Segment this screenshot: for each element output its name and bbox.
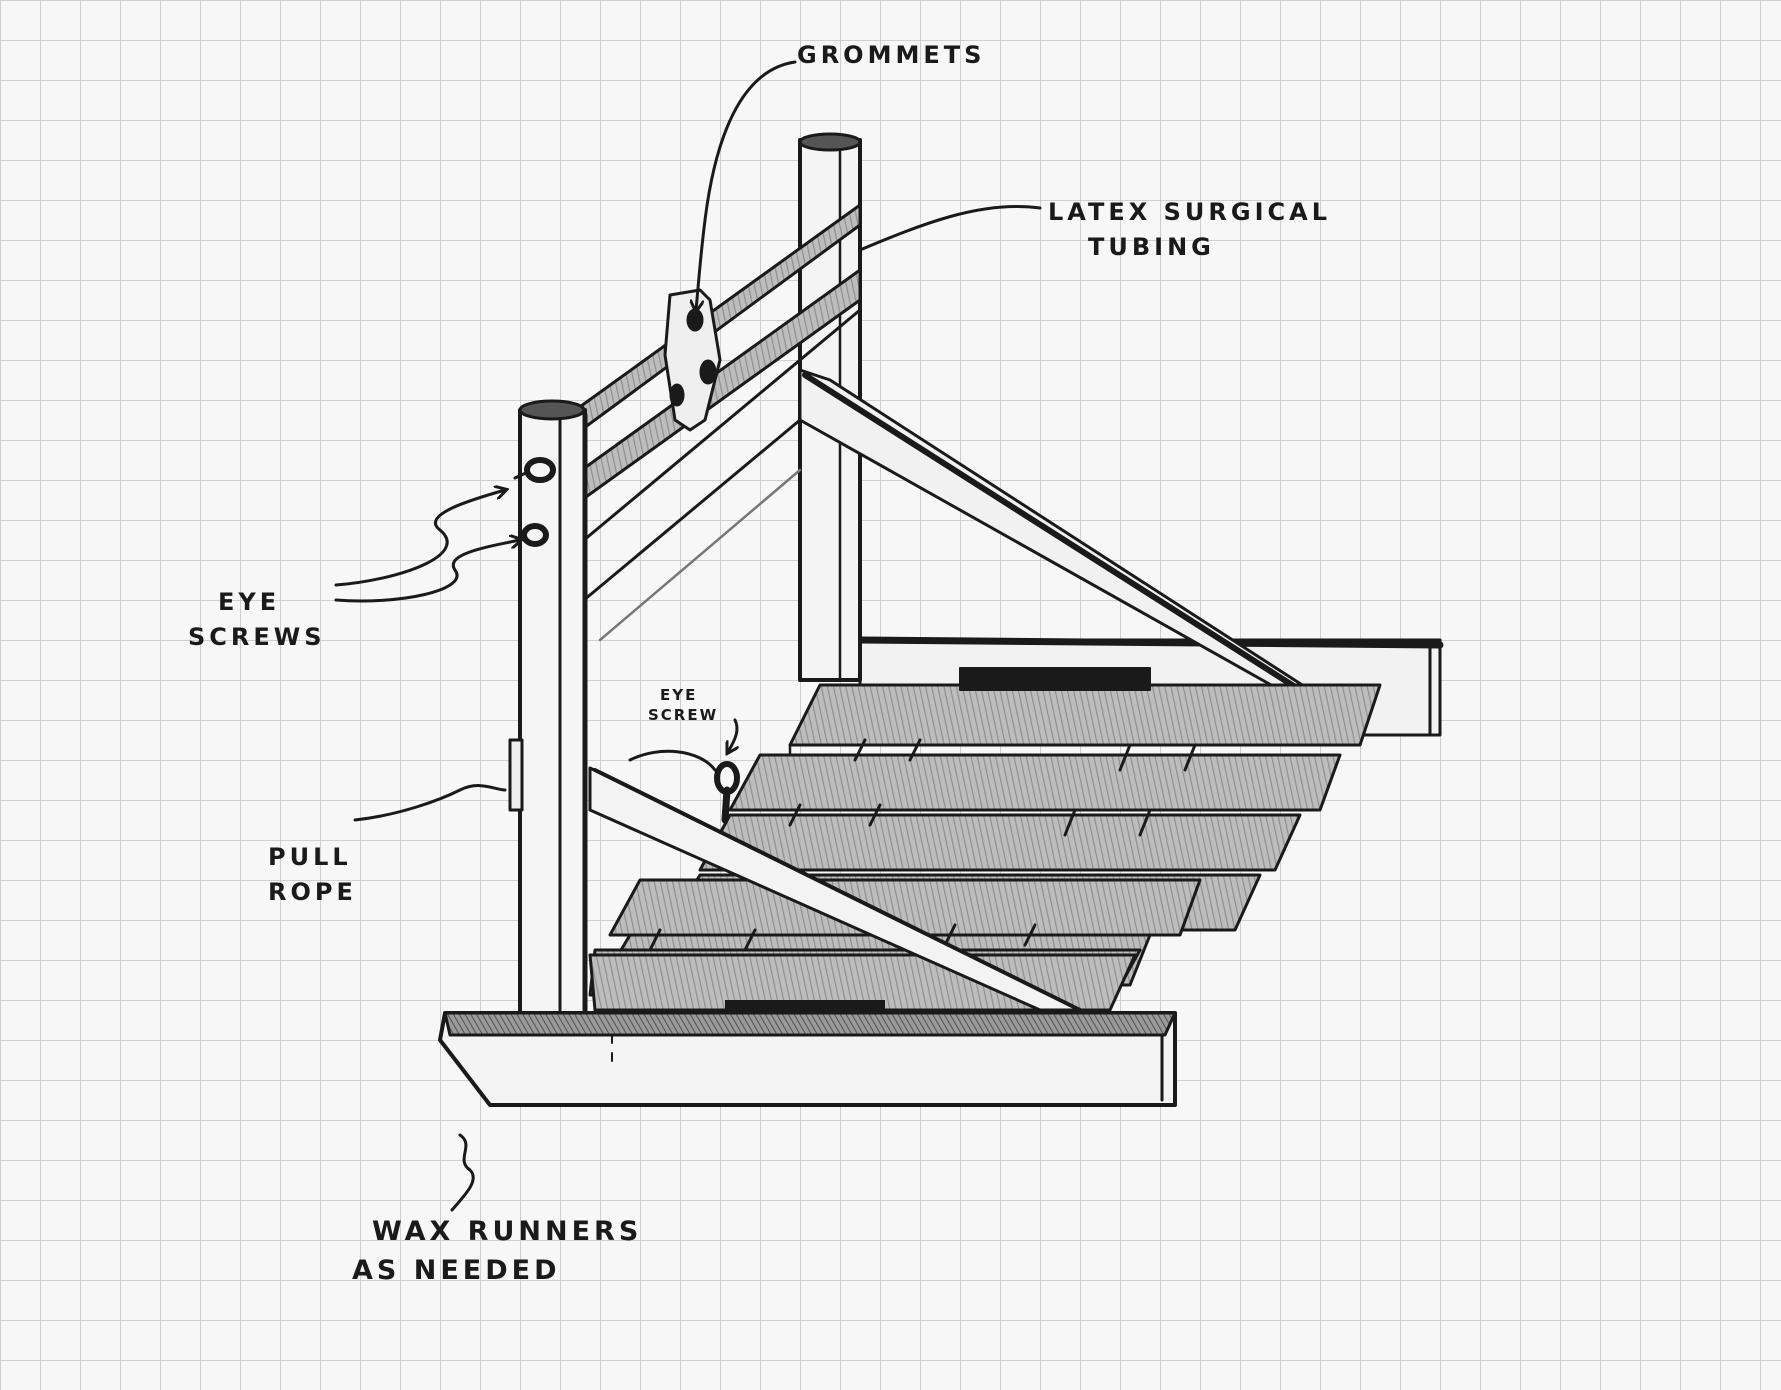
label-latex-surgical-tubing: LATEX SURGICAL TUBING <box>1048 195 1331 265</box>
front-runner <box>438 1011 1177 1107</box>
label-latex-line-1: LATEX SURGICAL <box>1048 198 1331 226</box>
grommet-3 <box>669 383 685 407</box>
label-eye-screw-line-1: EYE <box>660 686 698 704</box>
label-pull-rope-line-1: PULL <box>268 843 352 871</box>
sled-drawing <box>438 132 1444 1107</box>
label-latex-line-2: TUBING <box>1088 232 1215 261</box>
label-pull-rope: PULL ROPE <box>268 840 357 910</box>
label-eye-screws-line-1: EYE <box>218 588 281 616</box>
label-wax-runners: WAX RUNNERS AS NEEDED <box>352 1212 643 1290</box>
grommets-leader <box>696 60 797 310</box>
label-pull-rope-line-2: ROPE <box>268 877 357 906</box>
deck-slat <box>728 753 1342 812</box>
eye-screw-leader <box>728 718 737 752</box>
deck-slats <box>588 667 1382 1018</box>
grommet-2 <box>699 359 717 385</box>
deck-slat <box>788 667 1382 772</box>
label-wax-runners-line-1: WAX RUNNERS <box>372 1216 643 1247</box>
brace-eye-screw <box>714 761 740 824</box>
label-eye-screw: EYE SCREW <box>648 685 718 726</box>
latex-tubing-leader <box>858 204 1042 252</box>
deck-slat <box>608 878 1202 937</box>
leader-lines <box>334 60 1042 1212</box>
eye-screw-rope <box>628 749 717 772</box>
label-wax-runners-line-2: AS NEEDED <box>352 1255 561 1287</box>
grommet-1 <box>686 308 704 332</box>
pull-rope-leader <box>353 784 507 822</box>
eye-screw-upper <box>513 457 556 483</box>
label-eye-screw-line-2: SCREW <box>648 706 719 725</box>
pull-rope-block <box>508 738 524 812</box>
eye-screws-leader-lower <box>334 540 520 603</box>
eye-screws-leader-upper <box>334 490 505 587</box>
label-eye-screws: EYE SCREWS <box>188 585 326 655</box>
wax-runners-leader <box>450 1133 475 1212</box>
lower-diagonal-brace <box>588 761 1082 1012</box>
slot-marks <box>648 738 1197 952</box>
label-eye-screws-line-2: SCREWS <box>188 622 326 651</box>
label-grommets-line-1: GROMMETS <box>797 41 986 69</box>
label-grommets: GROMMETS <box>797 38 985 73</box>
front-post <box>508 399 588 1022</box>
